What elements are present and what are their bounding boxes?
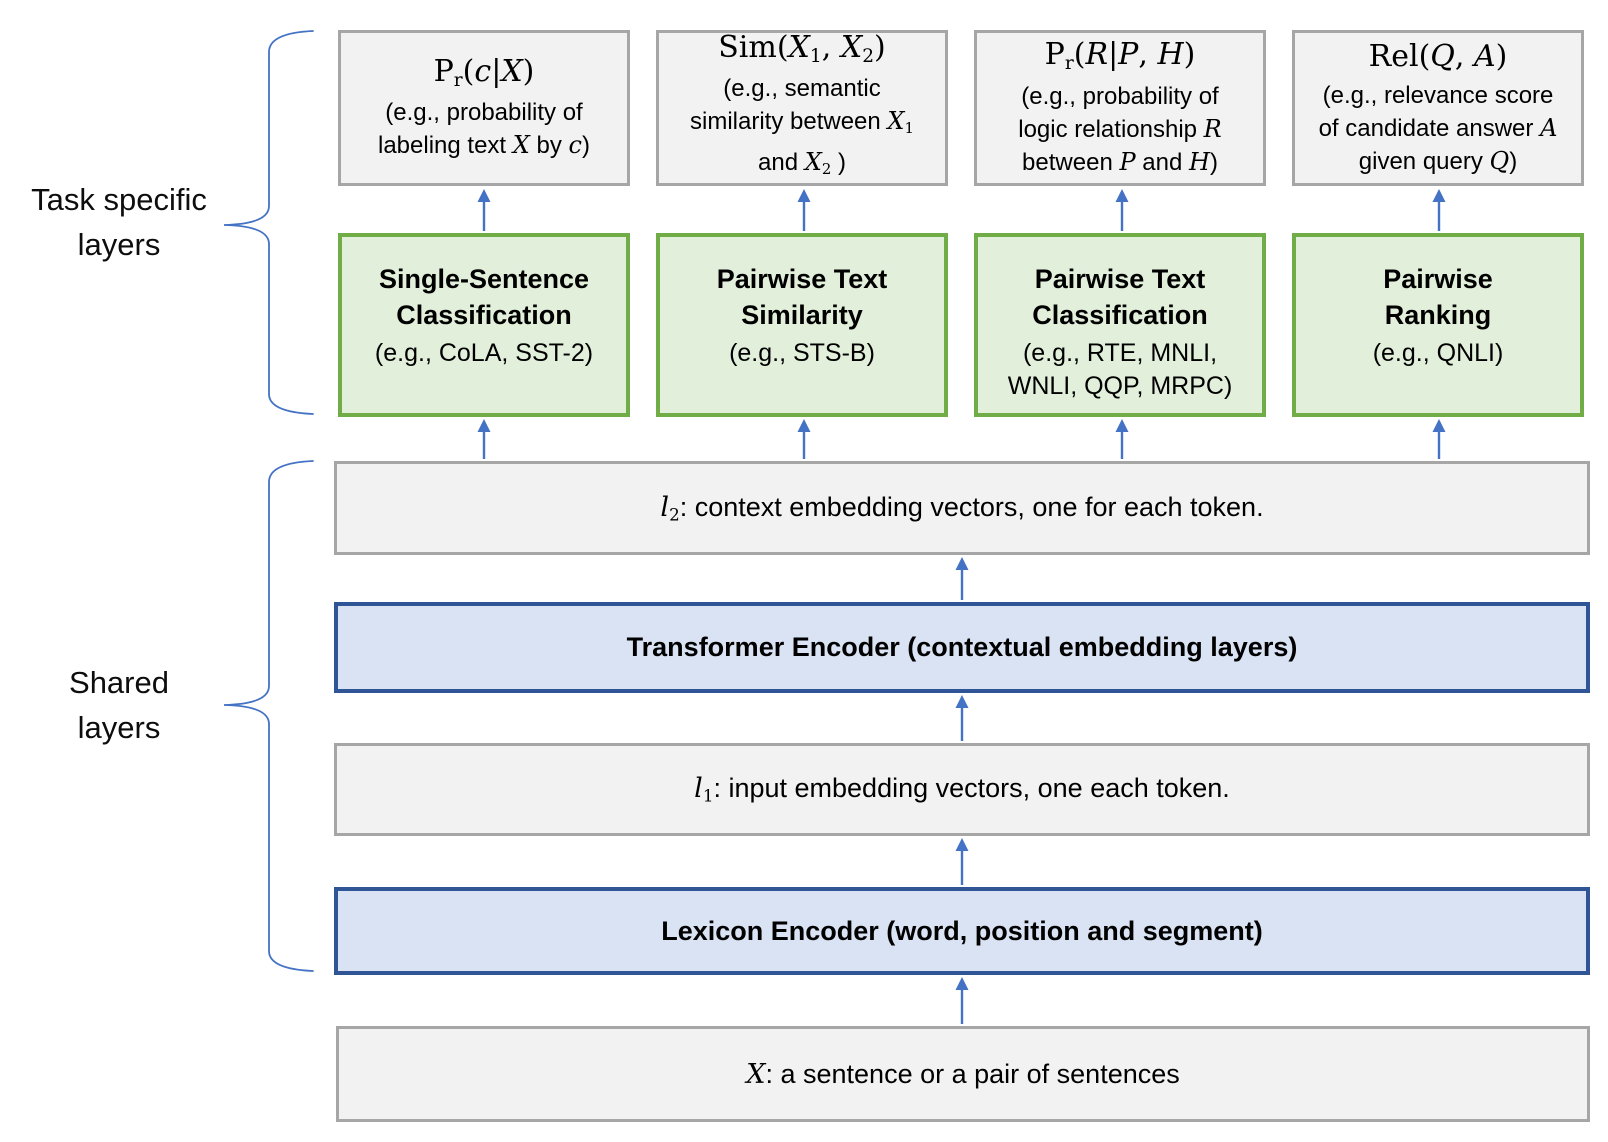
- output-desc-line: logic relationship R: [1018, 114, 1222, 143]
- task-head-pairwise-ranking: Pairwise Ranking (e.g., QNLI): [1292, 233, 1584, 417]
- input-sentence-bar: X: a sentence or a pair of sentences: [336, 1026, 1590, 1122]
- arrow-head4-to-output4: [1432, 189, 1446, 231]
- formula-pr-r-p-h: Pr(R|P, H): [1044, 37, 1196, 75]
- output-desc-line: of candidate answer A: [1318, 113, 1558, 142]
- lexicon-encoder-bar: Lexicon Encoder (word, position and segm…: [334, 887, 1590, 975]
- task-head-title-line: Single-Sentence: [378, 264, 590, 294]
- output-box-logic-relationship-probability: Pr(R|P, H) (e.g., probability of logic r…: [974, 30, 1266, 186]
- output-box-relevance-score: Rel(Q, A) (e.g., relevance score of cand…: [1292, 30, 1584, 186]
- transformer-encoder-bar: Transformer Encoder (contextual embeddin…: [334, 602, 1590, 693]
- task-head-title-line: Classification: [1032, 300, 1208, 330]
- task-head-title-line: Pairwise Text: [1034, 264, 1206, 294]
- task-head-title-line: Pairwise: [1383, 264, 1493, 294]
- task-head-single-sentence-classification: Single-Sentence Classification (e.g., Co…: [338, 233, 630, 417]
- output-desc-line: (e.g., probability of: [385, 99, 583, 127]
- output-desc-line: and X2 ): [758, 147, 846, 178]
- task-head-title-line: Similarity: [741, 300, 863, 330]
- arrow-l2-to-head2: [797, 419, 811, 459]
- arrow-transformer-to-l2: [955, 557, 969, 600]
- arrow-l2-to-head3: [1115, 419, 1129, 459]
- task-specific-layers-brace: [223, 30, 314, 415]
- task-head-example-line: (e.g., QNLI): [1372, 339, 1504, 367]
- task-head-title-line: Classification: [396, 300, 572, 330]
- output-desc-line: between P and H): [1022, 147, 1218, 176]
- shared-layers-brace: [223, 460, 314, 972]
- task-head-example-line: (e.g., RTE, MNLI,: [1022, 339, 1218, 367]
- l2-context-embedding-bar: l2: context embedding vectors, one for e…: [334, 461, 1590, 555]
- arrow-lexicon-to-l1: [955, 838, 969, 885]
- formula-rel-q-a: Rel(Q, A): [1368, 38, 1508, 74]
- l1-input-embedding-bar: l1: input embedding vectors, one each to…: [334, 743, 1590, 836]
- input-sentence-label: X: a sentence or a pair of sentences: [746, 1058, 1180, 1090]
- arrow-head1-to-output1: [477, 189, 491, 231]
- output-desc-line: (e.g., relevance score: [1322, 81, 1554, 109]
- task-head-example-line: (e.g., STS-B): [729, 339, 875, 367]
- task-head-example-line: (e.g., CoLA, SST-2): [374, 339, 594, 367]
- output-desc-line: similarity between X1: [690, 107, 914, 138]
- task-head-pairwise-text-classification: Pairwise Text Classification (e.g., RTE,…: [974, 233, 1266, 417]
- output-box-classification-probability: Pr(c|X) (e.g., probability of labeling t…: [338, 30, 630, 186]
- formula-sim-x1-x2: Sim(X1, X2): [718, 30, 886, 68]
- output-desc-line: (e.g., probability of: [1021, 82, 1219, 110]
- l1-label: l1: input embedding vectors, one each to…: [694, 773, 1230, 806]
- arrow-l2-to-head4: [1432, 419, 1446, 459]
- task-head-title-line: Ranking: [1384, 300, 1492, 330]
- l2-label: l2: context embedding vectors, one for e…: [660, 491, 1264, 525]
- output-desc-line: given query Q): [1358, 146, 1518, 175]
- task-head-example-line: WNLI, QQP, MRPC): [1007, 372, 1233, 400]
- arrow-l1-to-transformer: [955, 695, 969, 741]
- arrow-input-to-lexicon: [955, 977, 969, 1024]
- output-desc-line: (e.g., semantic: [723, 75, 881, 103]
- shared-layers-label: Shared layers: [69, 665, 169, 745]
- formula-pr-c-x: Pr(c|X): [433, 53, 535, 92]
- arrow-l2-to-head1: [477, 419, 491, 459]
- task-specific-layers-label: Task specific layers: [31, 182, 207, 262]
- arrow-head3-to-output3: [1115, 189, 1129, 231]
- output-box-semantic-similarity: Sim(X1, X2) (e.g., semantic similarity b…: [656, 30, 948, 186]
- task-head-title-line: Pairwise Text: [716, 264, 888, 294]
- transformer-encoder-label: Transformer Encoder (contextual embeddin…: [626, 632, 1298, 662]
- task-head-pairwise-text-similarity: Pairwise Text Similarity (e.g., STS-B): [656, 233, 948, 417]
- arrow-head2-to-output2: [797, 189, 811, 231]
- lexicon-encoder-label: Lexicon Encoder (word, position and segm…: [661, 915, 1263, 946]
- output-desc-line: labeling text X by c): [378, 131, 590, 160]
